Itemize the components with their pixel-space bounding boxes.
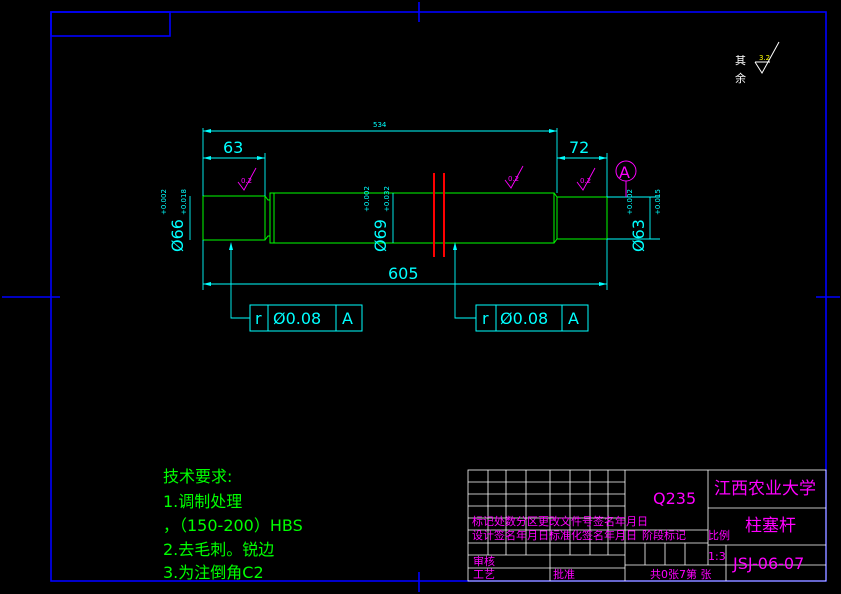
datum-label: A (619, 163, 630, 182)
right-journal (556, 196, 608, 240)
tb-check: 审核 (473, 554, 495, 568)
part-roughness-marks (237, 165, 596, 191)
notes-line-1: 1.调制处理 (163, 492, 242, 511)
main-body (269, 192, 555, 244)
tol2-datum: A (568, 309, 579, 328)
roughness-value-3: 0.2 (580, 177, 591, 185)
tolerance-frame-2 (475, 304, 589, 332)
title-block (467, 469, 827, 582)
dimension-text: 534 63 72 605 Ø66 +0.018 +0.002 Ø69 +0.0… (160, 121, 662, 283)
roughness-value-1: 0.2 (241, 177, 252, 185)
tb-process: 工艺 (473, 568, 495, 581)
dim-dia-left-tol-upper: +0.018 (180, 189, 188, 215)
dimension-lines (189, 128, 660, 319)
tb-approve: 批准 (553, 567, 575, 581)
roughness-icon-1 (237, 167, 257, 191)
technical-notes: 技术要求: 1.调制处理 ，（150-200）HBS 2.去毛刺。锐边 3.为注… (163, 467, 303, 582)
tb-row-mark: 标记处数分区更改文件号签名年月日 (472, 514, 648, 528)
dim-dia-mid-tol-upper: +0.032 (383, 186, 391, 212)
tol2-symbol: r (482, 309, 489, 328)
roughness-label-top: 其 (735, 54, 746, 67)
notes-line-4: 3.为注倒角C2 (163, 563, 264, 582)
roughness-icon-3 (576, 167, 596, 191)
dim-dia-left: Ø66 (168, 219, 187, 252)
general-roughness-symbol: 其 余 3.2 (735, 41, 780, 85)
roughness-value: 3.2 (759, 54, 770, 62)
tol2-value: Ø0.08 (500, 309, 548, 328)
dim-dia-right-tol-upper: +0.015 (654, 189, 662, 215)
tolerance-frame-1 (249, 304, 363, 332)
tol1-symbol: r (255, 309, 262, 328)
dim-dia-right: Ø63 (629, 219, 648, 252)
tb-drawing-no: JSJ-06-07 (732, 554, 804, 573)
shaft-part (202, 192, 608, 244)
dimension-arrows (203, 129, 607, 286)
tb-scale: 1:3 (708, 550, 726, 563)
left-journal (202, 195, 266, 241)
notes-line-2: ，（150-200）HBS (163, 516, 303, 535)
tb-stage-label: 阶段标记 (642, 528, 686, 542)
dim-dia-mid-tol-lower: +0.002 (363, 186, 371, 212)
tb-sheets: 共0张7第 张 (650, 567, 712, 581)
roughness-value-2: 0.2 (508, 175, 519, 183)
tb-material: Q235 (653, 489, 696, 508)
roughness-icon-2 (504, 165, 524, 189)
corner-tab (50, 11, 171, 37)
dim-dia-mid: Ø69 (371, 219, 390, 252)
dim-dia-right-tol-lower: +0.002 (626, 189, 634, 215)
dim-dia-left-tol-lower: +0.002 (160, 189, 168, 215)
roughness-check-icon (754, 41, 780, 74)
tb-row-design: 设计签名年月日标准化签名年月日 (472, 528, 637, 542)
notes-title: 技术要求: (163, 467, 232, 486)
tb-part-name: 柱塞杆 (745, 516, 796, 536)
tol1-value: Ø0.08 (273, 309, 321, 328)
tol1-datum: A (342, 309, 353, 328)
dim-right-length: 72 (569, 138, 589, 157)
notes-line-3: 2.去毛刺。锐边 (163, 540, 274, 559)
tb-school: 江西农业大学 (714, 479, 816, 499)
tb-scale-label: 比例 (708, 528, 730, 542)
dim-left-length: 63 (223, 138, 243, 157)
break-lines (433, 173, 445, 257)
dim-overall-bottom: 605 (388, 264, 419, 283)
dim-overall-top: 534 (373, 121, 387, 129)
roughness-label-bottom: 余 (735, 71, 746, 85)
datum-a-symbol: A (615, 160, 637, 197)
